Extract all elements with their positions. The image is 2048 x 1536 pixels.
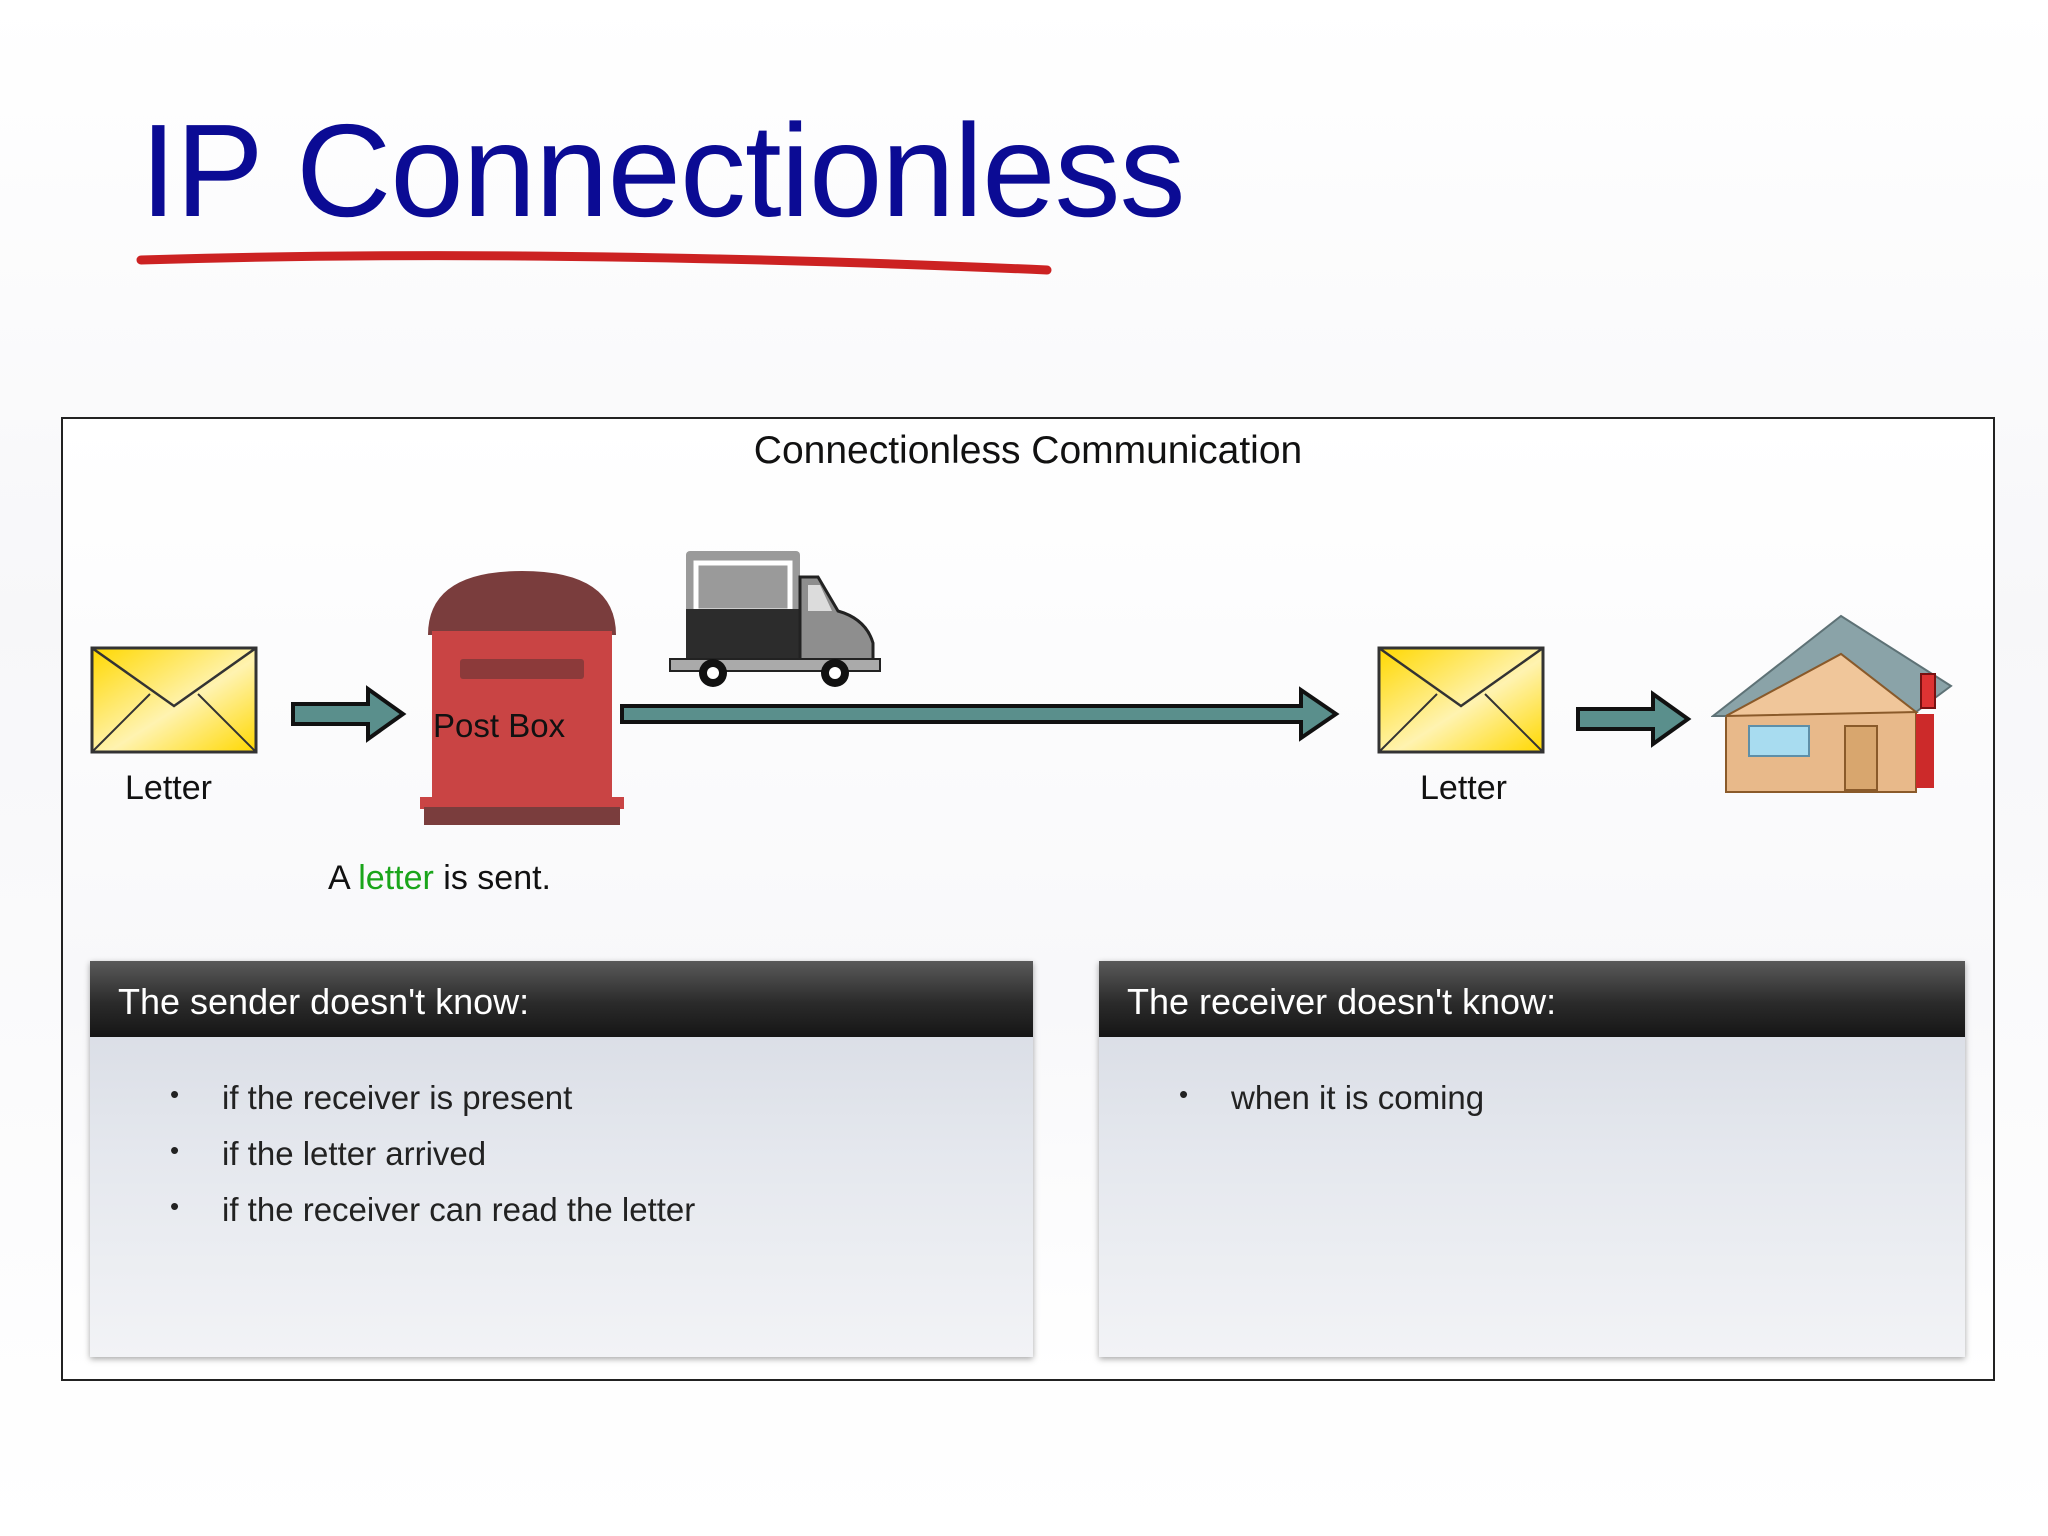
house-icon [1711,614,1953,793]
postbox-icon [420,571,624,825]
list-item: if the receiver can read the letter [170,1191,1033,1247]
arrow-icon [1576,690,1692,748]
diagram-title: Connectionless Communication [753,429,1303,472]
envelope-icon [1377,646,1545,754]
slide-title: IP Connectionless [140,97,1186,244]
receiver-list: when it is coming [1099,1037,1965,1135]
envelope-icon [90,646,258,754]
sender-letter-label: Letter [125,769,212,807]
list-item: when it is coming [1179,1079,1965,1135]
truck-icon [669,551,881,687]
long-arrow-icon [620,686,1340,742]
postbox-label: Post Box [433,707,566,744]
caption-highlight: letter [358,859,434,897]
list-item: if the letter arrived [170,1135,1033,1191]
sender-panel: The sender doesn't know: if the receiver… [90,961,1033,1357]
list-item: if the receiver is present [170,1079,1033,1135]
title-underline [136,251,1052,275]
arrow-icon [291,685,407,743]
receiver-panel-header: The receiver doesn't know: [1099,961,1965,1037]
receiver-panel: The receiver doesn't know: when it is co… [1099,961,1965,1357]
receiver-letter-label: Letter [1420,769,1507,807]
diagram-frame: Connectionless Communication Letter Post… [61,417,1995,1381]
sender-panel-header: The sender doesn't know: [90,961,1033,1037]
sender-list: if the receiver is present if the letter… [90,1037,1033,1247]
diagram-caption: A letter is sent. [328,859,552,897]
